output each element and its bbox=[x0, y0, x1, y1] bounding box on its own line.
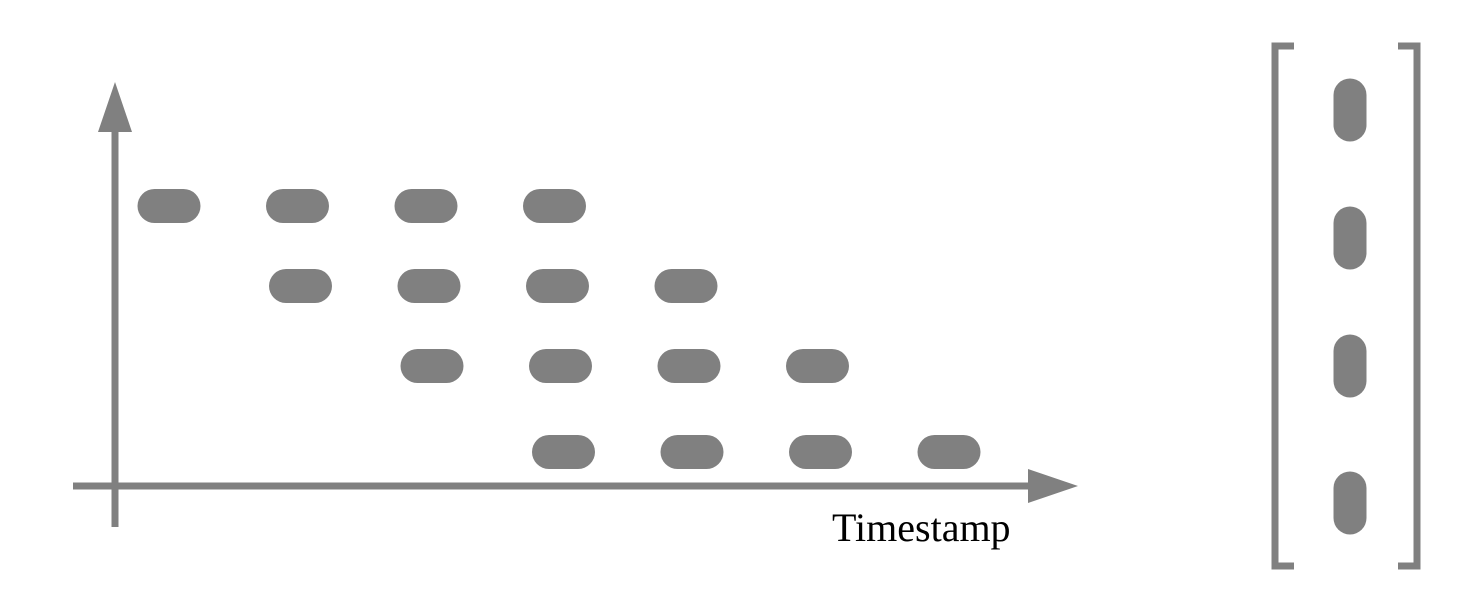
dash-row-3-item-1 bbox=[400, 349, 464, 383]
dash-row-4-item-4 bbox=[917, 435, 981, 469]
dash-row-4-item-3 bbox=[789, 435, 852, 469]
vector-dash-4 bbox=[1333, 471, 1367, 535]
left-bracket bbox=[1271, 42, 1294, 570]
dash-rows bbox=[137, 189, 981, 469]
y-axis-arrowhead bbox=[98, 82, 132, 132]
dash-row-2-item-4 bbox=[654, 269, 718, 303]
vector-dash-2 bbox=[1333, 206, 1367, 270]
dash-row-1-item-2 bbox=[266, 189, 329, 223]
right-bracket bbox=[1398, 42, 1421, 570]
dash-row-4-item-1 bbox=[532, 435, 595, 469]
x-axis-label: Timestamp bbox=[832, 505, 1011, 550]
dash-row-2-item-3 bbox=[526, 269, 589, 303]
dash-row-3-item-4 bbox=[786, 349, 849, 383]
dash-row-3-item-2 bbox=[529, 349, 592, 383]
dash-row-2-item-1 bbox=[269, 269, 332, 303]
vector-dash-3 bbox=[1333, 334, 1367, 398]
dash-row-1-item-3 bbox=[394, 189, 458, 223]
column-vector bbox=[1271, 42, 1421, 570]
dash-row-4-item-2 bbox=[660, 435, 724, 469]
vector-dash-1 bbox=[1333, 78, 1367, 142]
dash-row-3-item-3 bbox=[657, 349, 721, 383]
dash-row-1-item-1 bbox=[137, 189, 201, 223]
x-axis-arrowhead bbox=[1028, 469, 1078, 503]
dash-row-2-item-2 bbox=[397, 269, 461, 303]
vector-dashes bbox=[1333, 78, 1367, 535]
dash-row-1-item-4 bbox=[523, 189, 586, 223]
